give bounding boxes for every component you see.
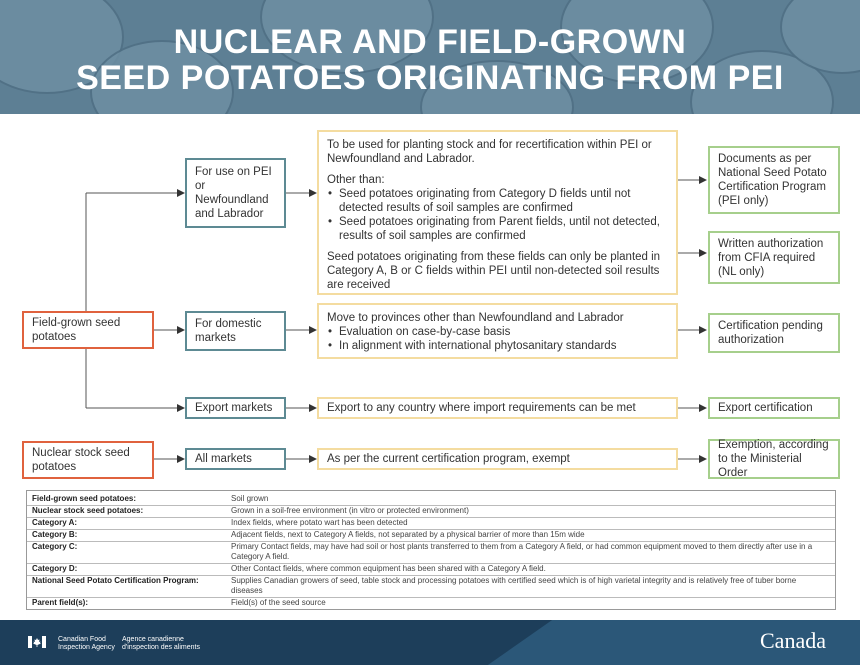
outcome-export-text: Export certification — [718, 402, 813, 414]
glossary-definition: Field(s) of the seed source — [231, 598, 326, 607]
glossary-definition: Primary Contact fields, may have had soi… — [231, 542, 813, 561]
outcome-nl-auth-text: Written authorization from CFIA required… — [718, 237, 824, 278]
condition-all: As per the current certification program… — [317, 448, 678, 470]
glossary-term: Field-grown seed potatoes: — [32, 494, 137, 503]
glossary-definition: Adjacent fields, next to Category A fiel… — [231, 530, 585, 539]
canada-flag-icon — [28, 636, 46, 648]
table-row: Nuclear stock seed potatoes: Grown in a … — [27, 506, 835, 518]
condition-domestic: Move to provinces other than Newfoundlan… — [317, 303, 678, 359]
glossary-term: Parent field(s): — [32, 598, 89, 607]
flow-connectors — [85, 176, 707, 463]
outcome-pei-docs: Documents as per National Seed Potato Ce… — [708, 146, 840, 214]
list-item: Evaluation on case-by-case basis — [328, 325, 670, 339]
glossary-term: Category B: — [32, 530, 78, 539]
condition-export-text: Export to any country where import requi… — [327, 402, 636, 414]
list-item: Seed potatoes originating from Parent fi… — [328, 215, 670, 243]
table-row: Field-grown seed potatoes: Soil grown — [27, 494, 835, 506]
use-pei-nl: For use on PEI or Newfoundland and Labra… — [185, 158, 286, 228]
outcome-all-text: Exemption, according to the Ministerial … — [718, 439, 829, 479]
glossary-definition: Soil grown — [231, 494, 269, 503]
use-export: Export markets — [185, 397, 286, 419]
outcome-all: Exemption, according to the Ministerial … — [708, 439, 840, 479]
glossary-term: Nuclear stock seed potatoes: — [32, 506, 144, 515]
glossary-term: Category A: — [32, 518, 78, 527]
page-title-line-1: NUCLEAR AND FIELD-GROWN — [173, 23, 687, 61]
condition-pei-nl-intro: To be used for planting stock and for re… — [327, 139, 652, 165]
use-pei-nl-label: For use on PEI or Newfoundland and Labra… — [195, 166, 272, 220]
table-row: National Seed Potato Certification Progr… — [27, 576, 835, 598]
condition-pei-nl-other-than: Other than: — [327, 174, 385, 186]
source-field-grown: Field-grown seed potatoes — [22, 311, 154, 349]
glossary-definition: Supplies Canadian growers of seed, table… — [231, 576, 797, 595]
condition-all-text: As per the current certification program… — [327, 453, 570, 465]
source-nuclear-stock-label: Nuclear stock seed potatoes — [32, 447, 130, 473]
agency-name-fr: Agence canadienne d'inspection des alime… — [122, 636, 200, 651]
table-row: Category D: Other Contact fields, where … — [27, 564, 835, 576]
table-row: Category C: Primary Contact fields, may … — [27, 542, 835, 564]
glossary-term: Category C: — [32, 542, 78, 551]
glossary-term: Category D: — [32, 564, 78, 573]
source-field-grown-label: Field-grown seed potatoes — [32, 317, 121, 343]
glossary-table: Field-grown seed potatoes: Soil grown Nu… — [26, 490, 836, 610]
glossary-term: National Seed Potato Certification Progr… — [32, 576, 199, 585]
outcome-nl-auth: Written authorization from CFIA required… — [708, 231, 840, 284]
glossary-definition: Grown in a soil-free environment (in vit… — [231, 506, 469, 515]
condition-pei-nl-bullets: Seed potatoes originating from Category … — [327, 187, 670, 243]
use-domestic: For domestic markets — [185, 311, 286, 351]
table-row: Category B: Adjacent fields, next to Cat… — [27, 530, 835, 542]
canada-wordmark: Canada — [760, 628, 826, 653]
use-export-label: Export markets — [195, 402, 273, 414]
agency-name-en: Canadian Food Inspection Agency — [58, 636, 115, 651]
footer-bar — [0, 620, 860, 665]
use-all-label: All markets — [195, 453, 252, 465]
table-row: Parent field(s): Field(s) of the seed so… — [27, 598, 835, 609]
outcome-pei-docs-text: Documents as per National Seed Potato Ce… — [718, 153, 827, 207]
list-item: In alignment with international phytosan… — [328, 339, 670, 353]
condition-pei-nl-note: Seed potatoes originating from these fie… — [327, 251, 661, 291]
condition-domestic-bullets: Evaluation on case-by-case basis In alig… — [327, 325, 670, 353]
condition-export: Export to any country where import requi… — [317, 397, 678, 419]
outcome-domestic: Certification pending authorization — [708, 313, 840, 353]
list-item: Seed potatoes originating from Category … — [328, 187, 670, 215]
outcome-export: Export certification — [708, 397, 840, 419]
outcome-domestic-text: Certification pending authorization — [718, 320, 823, 346]
source-nuclear-stock: Nuclear stock seed potatoes — [22, 441, 154, 479]
header-banner: NUCLEAR AND FIELD-GROWN SEED POTATOES OR… — [0, 0, 860, 114]
table-row: Category A: Index fields, where potato w… — [27, 518, 835, 530]
use-domestic-label: For domestic markets — [195, 318, 262, 344]
use-all: All markets — [185, 448, 286, 470]
glossary-definition: Other Contact fields, where common equip… — [231, 564, 546, 573]
condition-domestic-intro: Move to provinces other than Newfoundlan… — [327, 312, 624, 324]
glossary-definition: Index fields, where potato wart has been… — [231, 518, 408, 527]
page-title-line-2: SEED POTATOES ORIGINATING FROM PEI — [76, 59, 784, 97]
condition-pei-nl: To be used for planting stock and for re… — [317, 130, 678, 295]
